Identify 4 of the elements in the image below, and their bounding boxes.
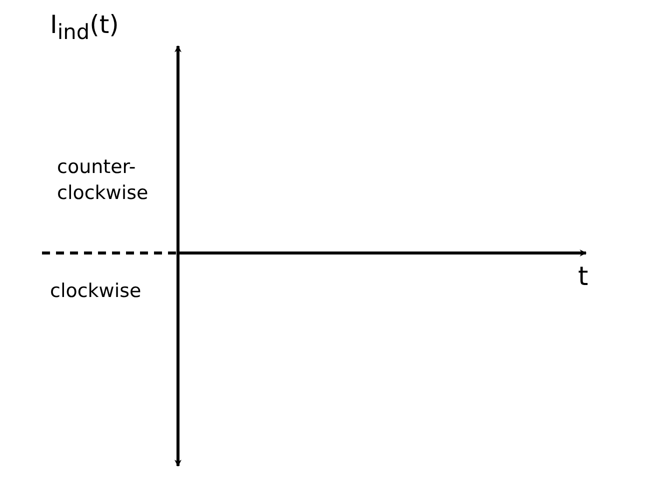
region-label: counter- clockwise: [57, 155, 150, 206]
axis-label: I$_{ind}$(t): [50, 10, 119, 44]
region-label: clockwise: [50, 280, 142, 302]
axis-label: t: [578, 262, 588, 292]
